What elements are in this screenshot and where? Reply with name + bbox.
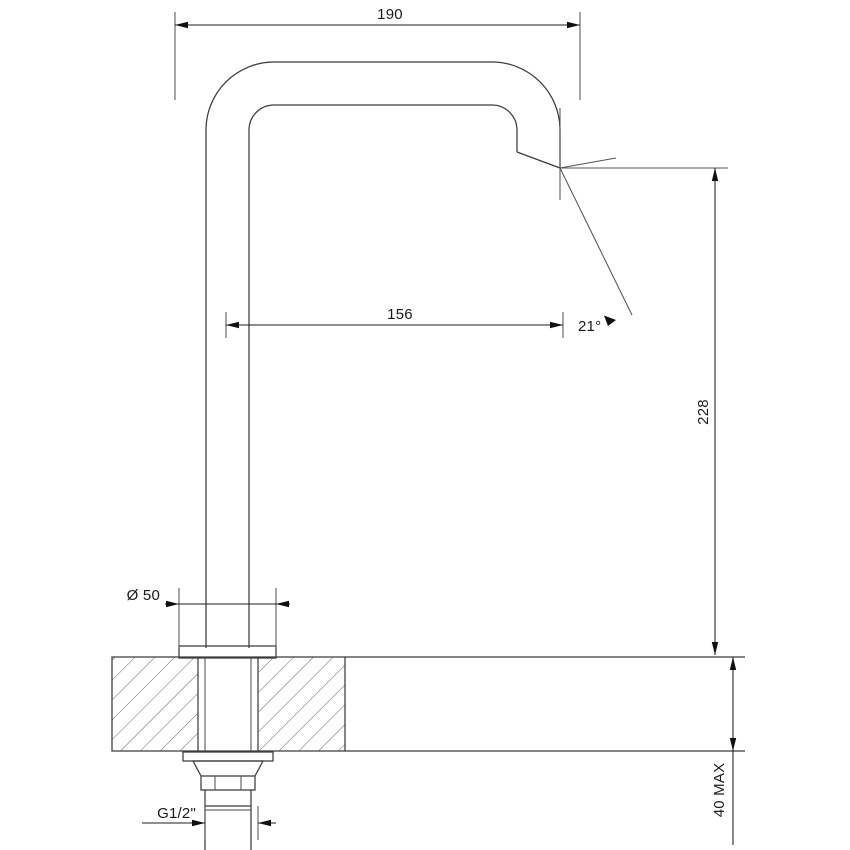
dim-label-190: 190: [377, 6, 403, 23]
dim-label-21deg: 21°: [578, 318, 601, 335]
dim-label-156: 156: [387, 306, 413, 323]
mounting-washer: [182, 751, 274, 762]
angle-leader-line: [559, 157, 617, 169]
base-escutcheon: [178, 645, 277, 659]
faucet-body-geometry: [111, 61, 745, 850]
spout-outer-profile: [205, 61, 561, 648]
countertop-section: [111, 656, 346, 752]
dimension-228-group: 228: [560, 167, 728, 655]
dimension-156-group: 156: [225, 306, 564, 338]
arrow-190-right: [567, 21, 580, 29]
arrow-21deg: [604, 315, 616, 326]
arrow-228-top: [711, 168, 719, 181]
arrow-40max-bottom: [729, 738, 737, 751]
arrow-156-left: [226, 321, 239, 329]
dim-label-dia50: Ø 50: [127, 587, 160, 604]
dim-label-g12: G1/2": [157, 805, 196, 822]
hex-lock-nut: [191, 760, 265, 791]
arrow-40max-top: [729, 657, 737, 670]
arrow-g12-left: [192, 819, 205, 827]
arrow-g12-right: [258, 819, 271, 827]
spout-inner-profile: [248, 104, 518, 648]
arrow-228-bottom: [711, 642, 719, 655]
threaded-tail: [204, 790, 252, 850]
arrow-dia50-left: [166, 600, 179, 608]
arrow-dia50-right: [276, 600, 289, 608]
dimension-40max-group: 40 MAX: [711, 657, 737, 845]
dimension-dia50-group: Ø 50: [127, 587, 290, 648]
dim-label-228: 228: [695, 399, 712, 425]
dimension-190-group: 190: [174, 6, 581, 100]
dimension-21deg-group: 21°: [559, 108, 633, 335]
arrow-156-right: [550, 321, 563, 329]
arrow-190-left: [175, 21, 188, 29]
callout-g12-group: G1/2": [142, 805, 276, 840]
angle-leader-slant: [559, 167, 633, 316]
spout-outlet-cut-face: [516, 151, 561, 169]
dim-label-40max: 40 MAX: [711, 763, 728, 818]
